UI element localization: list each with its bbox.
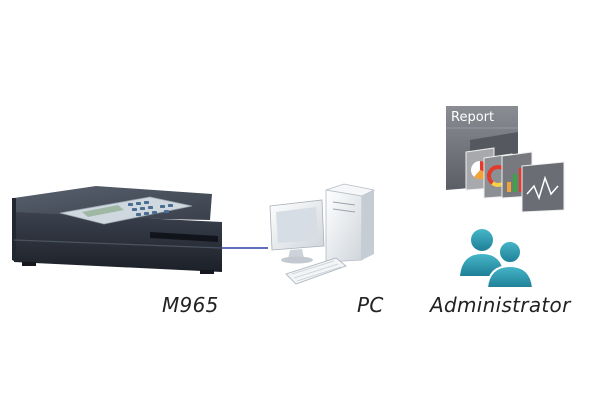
report-title: Report — [451, 110, 494, 125]
pc-label: PC — [357, 293, 384, 317]
keypad-panel — [59, 196, 193, 225]
device-label: M965 — [162, 293, 219, 317]
printer-device-icon — [12, 186, 223, 274]
report-documents-icon: Report — [446, 106, 565, 213]
desktop-computer-icon — [269, 183, 376, 285]
users-group-icon — [460, 229, 535, 289]
administrator-label: Administrator — [430, 293, 571, 317]
lcd-screen — [82, 205, 124, 217]
